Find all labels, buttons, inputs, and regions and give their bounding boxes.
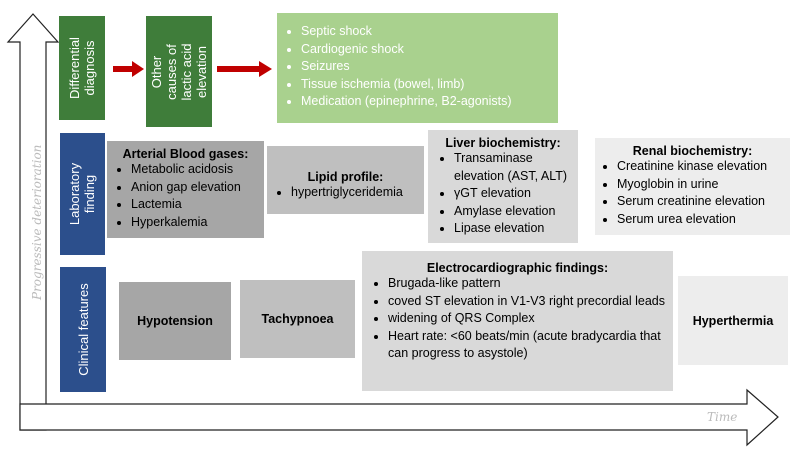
hypotension-box: Hypotension	[119, 282, 231, 360]
renal-biochemistry-list: Creatinine kinase elevation Myoglobin in…	[595, 158, 790, 228]
renal-biochemistry-title: Renal biochemistry:	[632, 144, 753, 158]
cause-item: Seizures	[301, 58, 550, 76]
list-item: coved ST elevation in V1-V3 right precor…	[388, 293, 665, 311]
list-item: Metabolic acidosis	[131, 161, 264, 179]
list-item: γGT elevation	[454, 185, 570, 203]
list-item: Serum creatinine elevation	[617, 193, 790, 211]
lipid-profile-list: hypertriglyceridemia	[267, 184, 424, 202]
list-item: Heart rate: <60 beats/min (acute bradyca…	[388, 328, 665, 363]
cause-item: Cardiogenic shock	[301, 41, 550, 59]
liver-biochemistry-list: Transaminase elevation (AST, ALT) γGT el…	[428, 150, 578, 238]
tachypnoea-box: Tachypnoea	[240, 280, 355, 358]
arterial-blood-gases-title: Arterial Blood gases:	[122, 147, 249, 161]
arterial-blood-gases-list: Metabolic acidosis Anion gap elevation L…	[107, 161, 264, 231]
y-axis-arrow	[6, 13, 60, 431]
list-item: Transaminase elevation (AST, ALT)	[454, 150, 570, 185]
causes-box: Septic shock Cardiogenic shock Seizures …	[277, 13, 558, 123]
lipid-profile-title: Lipid profile:	[307, 170, 384, 184]
causes-list: Septic shock Cardiogenic shock Seizures …	[285, 23, 550, 111]
list-item: Creatinine kinase elevation	[617, 158, 790, 176]
lipid-profile-box: Lipid profile: hypertriglyceridemia	[267, 146, 424, 214]
x-axis-arrow	[19, 388, 779, 447]
list-item: Lactemia	[131, 196, 264, 214]
cause-item: Septic shock	[301, 23, 550, 41]
ecg-findings-list: Brugada-like pattern coved ST elevation …	[362, 275, 673, 363]
x-axis-label: Time	[707, 410, 738, 424]
list-item: Anion gap elevation	[131, 179, 264, 197]
hyperthermia-box: Hyperthermia	[678, 276, 788, 365]
arterial-blood-gases-box: Arterial Blood gases: Metabolic acidosis…	[107, 141, 264, 238]
list-item: Brugada-like pattern	[388, 275, 665, 293]
laboratory-finding-label: Laboratory finding	[60, 133, 105, 255]
list-item: Serum urea elevation	[617, 211, 790, 229]
differential-diagnosis-label: Differential diagnosis	[59, 16, 105, 120]
clinical-features-label: Clinical features	[60, 267, 106, 392]
flow-arrow-2	[217, 61, 272, 77]
renal-biochemistry-box: Renal biochemistry: Creatinine kinase el…	[595, 138, 790, 235]
cause-item: Medication (epinephrine, B2-agonists)	[301, 93, 550, 111]
liver-biochemistry-box: Liver biochemistry: Transaminase elevati…	[428, 130, 578, 243]
list-item: Amylase elevation	[454, 203, 570, 221]
list-item: hypertriglyceridemia	[291, 184, 424, 202]
ecg-findings-title: Electrocardiographic findings:	[426, 261, 609, 275]
list-item: widening of QRS Complex	[388, 310, 665, 328]
ecg-findings-box: Electrocardiographic findings: Brugada-l…	[362, 251, 673, 391]
other-causes-label: Other causes of lactic acid elevation	[146, 16, 212, 127]
cause-item: Tissue ischemia (bowel, limb)	[301, 76, 550, 94]
list-item: Hyperkalemia	[131, 214, 264, 232]
liver-biochemistry-title: Liver biochemistry:	[445, 136, 561, 150]
y-axis-label: Progressive deterioration	[30, 144, 44, 300]
flow-arrow-1	[113, 61, 144, 77]
list-item: Lipase elevation	[454, 220, 570, 238]
list-item: Myoglobin in urine	[617, 176, 790, 194]
